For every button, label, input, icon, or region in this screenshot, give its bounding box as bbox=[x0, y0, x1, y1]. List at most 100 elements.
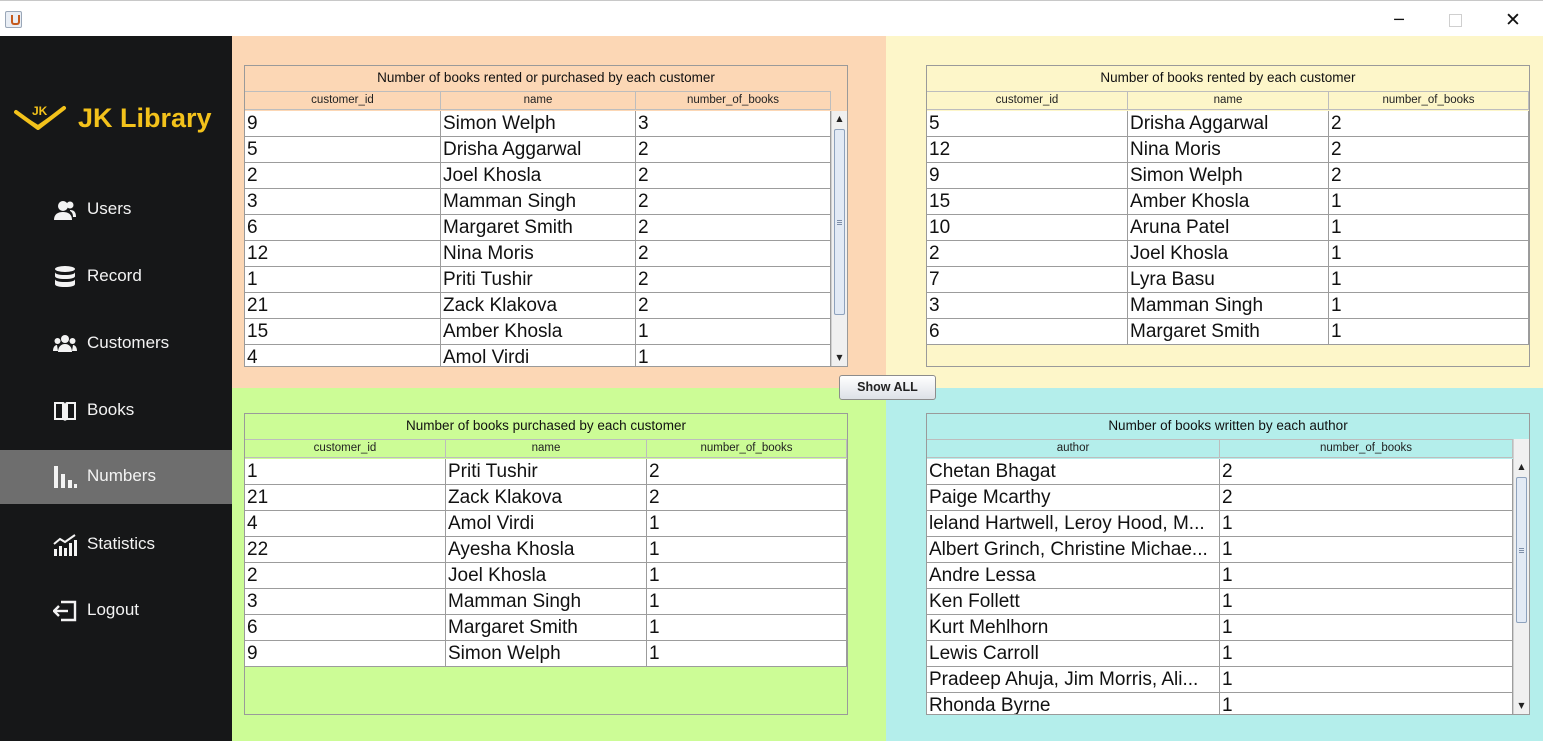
table-cell[interactable]: Pradeep Ahuja, Jim Morris, Ali... bbox=[927, 667, 1220, 692]
table-cell[interactable]: 1 bbox=[1220, 615, 1513, 640]
table-cell[interactable]: 4 bbox=[245, 345, 441, 366]
scroll-up-icon[interactable]: ▲ bbox=[1518, 462, 1525, 471]
sidebar-item-books[interactable]: Books bbox=[0, 384, 232, 438]
table-cell[interactable]: Aruna Patel bbox=[1128, 215, 1329, 240]
table-cell[interactable]: 1 bbox=[1329, 267, 1529, 292]
table-cell[interactable]: Amol Virdi bbox=[446, 511, 647, 536]
table-cell[interactable]: 1 bbox=[1220, 693, 1513, 714]
table-cell[interactable]: 2 bbox=[1220, 459, 1513, 484]
table-cell[interactable]: 1 bbox=[1329, 293, 1529, 318]
table-cell[interactable]: 15 bbox=[927, 189, 1128, 214]
column-header[interactable]: author bbox=[927, 440, 1220, 457]
table-cell[interactable]: Joel Khosla bbox=[441, 163, 636, 188]
table-cell[interactable]: 6 bbox=[245, 215, 441, 240]
minimize-button[interactable]: ─ bbox=[1394, 10, 1404, 29]
table-cell[interactable]: Ken Follett bbox=[927, 589, 1220, 614]
table-cell[interactable]: Ayesha Khosla bbox=[446, 537, 647, 562]
table-cell[interactable]: 2 bbox=[927, 241, 1128, 266]
table-cell[interactable]: Joel Khosla bbox=[446, 563, 647, 588]
table-cell[interactable]: Nina Moris bbox=[1128, 137, 1329, 162]
table-cell[interactable]: 15 bbox=[245, 319, 441, 344]
table-cell[interactable]: 1 bbox=[1220, 537, 1513, 562]
table-cell[interactable]: 21 bbox=[245, 485, 446, 510]
table-cell[interactable]: 1 bbox=[1329, 189, 1529, 214]
table-cell[interactable]: Lyra Basu bbox=[1128, 267, 1329, 292]
scroll-down-icon[interactable]: ▼ bbox=[836, 353, 843, 362]
table-cell[interactable]: Amber Khosla bbox=[1128, 189, 1329, 214]
table-cell[interactable]: Zack Klakova bbox=[446, 485, 647, 510]
column-header[interactable]: customer_id bbox=[245, 92, 441, 109]
table-cell[interactable]: 9 bbox=[245, 641, 446, 666]
table-cell[interactable]: 1 bbox=[647, 641, 847, 666]
table-cell[interactable]: Zack Klakova bbox=[441, 293, 636, 318]
table-row[interactable]: Albert Grinch, Christine Michae...1 bbox=[927, 537, 1513, 563]
table-cell[interactable]: 1 bbox=[1220, 589, 1513, 614]
table-cell[interactable]: 7 bbox=[927, 267, 1128, 292]
column-header[interactable]: number_of_books bbox=[1220, 440, 1513, 457]
table-cell[interactable]: Drisha Aggarwal bbox=[1128, 111, 1329, 136]
table-cell[interactable]: 2 bbox=[245, 563, 446, 588]
maximize-button[interactable] bbox=[1440, 9, 1470, 31]
table-cell[interactable]: 1 bbox=[245, 459, 446, 484]
table-cell[interactable]: 5 bbox=[927, 111, 1128, 136]
table-cell[interactable]: 2 bbox=[647, 485, 847, 510]
table-cell[interactable]: 6 bbox=[245, 615, 446, 640]
table-cell[interactable]: Lewis Carroll bbox=[927, 641, 1220, 666]
table-cell[interactable]: Kurt Mehlhorn bbox=[927, 615, 1220, 640]
column-header[interactable]: name bbox=[441, 92, 636, 109]
table-cell[interactable]: Simon Welph bbox=[441, 111, 636, 136]
table-cell[interactable]: 3 bbox=[927, 293, 1128, 318]
table-cell[interactable]: Margaret Smith bbox=[1128, 319, 1329, 344]
table-cell[interactable]: Mamman Singh bbox=[1128, 293, 1329, 318]
table-cell[interactable]: Mamman Singh bbox=[446, 589, 647, 614]
table-cell[interactable]: 6 bbox=[927, 319, 1128, 344]
column-header[interactable]: number_of_books bbox=[647, 440, 847, 457]
table-cell[interactable]: Andre Lessa bbox=[927, 563, 1220, 588]
table-cell[interactable]: leland Hartwell, Leroy Hood, M... bbox=[927, 511, 1220, 536]
table-cell[interactable]: 1 bbox=[1220, 511, 1513, 536]
table-cell[interactable]: 1 bbox=[1220, 667, 1513, 692]
table-cell[interactable]: Mamman Singh bbox=[441, 189, 636, 214]
table-cell[interactable]: 2 bbox=[636, 267, 831, 292]
table-cell[interactable]: 9 bbox=[927, 163, 1128, 188]
table-cell[interactable]: Margaret Smith bbox=[441, 215, 636, 240]
table-cell[interactable]: Joel Khosla bbox=[1128, 241, 1329, 266]
table-cell[interactable]: 22 bbox=[245, 537, 446, 562]
table-cell[interactable]: 1 bbox=[647, 511, 847, 536]
table-cell[interactable]: Drisha Aggarwal bbox=[441, 137, 636, 162]
show-all-button[interactable]: Show ALL bbox=[839, 375, 936, 400]
table-cell[interactable]: 12 bbox=[927, 137, 1128, 162]
table-cell[interactable]: 2 bbox=[245, 163, 441, 188]
table-cell[interactable]: 1 bbox=[1220, 641, 1513, 666]
table-cell[interactable]: 1 bbox=[1329, 241, 1529, 266]
table-cell[interactable]: 10 bbox=[927, 215, 1128, 240]
table-cell[interactable]: Simon Welph bbox=[1128, 163, 1329, 188]
scroll-thumb[interactable] bbox=[834, 129, 845, 315]
table-cell[interactable]: Albert Grinch, Christine Michae... bbox=[927, 537, 1220, 562]
table-cell[interactable]: 1 bbox=[636, 319, 831, 344]
vertical-scrollbar[interactable]: ▲ ▼ bbox=[1513, 439, 1529, 714]
column-header[interactable]: name bbox=[446, 440, 647, 457]
table-cell[interactable]: 1 bbox=[647, 563, 847, 588]
sidebar-item-statistics[interactable]: Statistics bbox=[0, 518, 232, 572]
